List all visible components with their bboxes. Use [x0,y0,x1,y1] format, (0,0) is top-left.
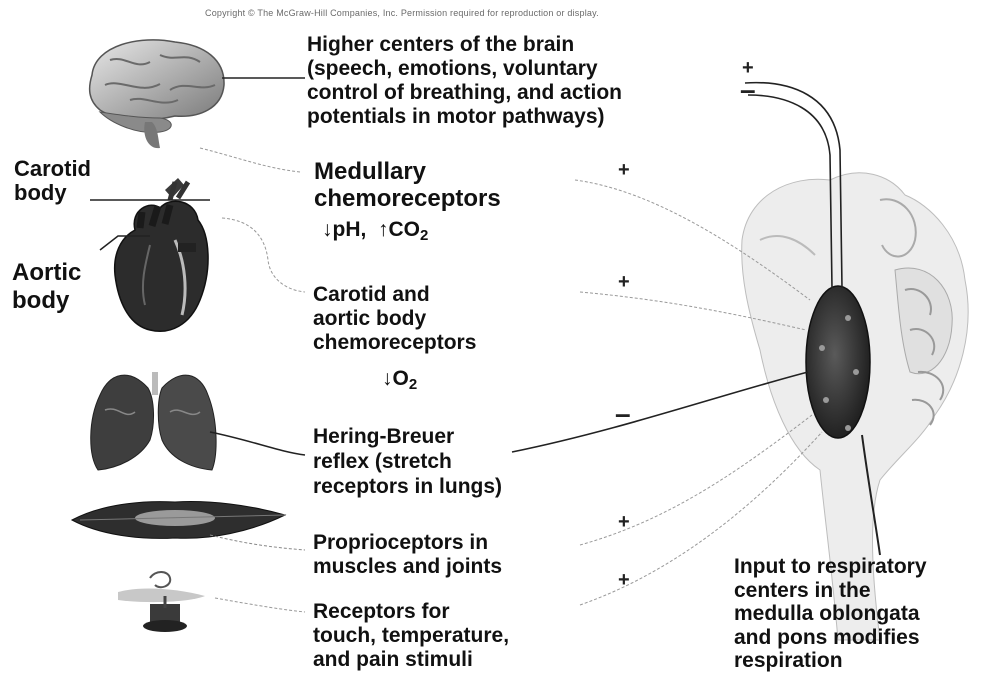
aortic-body-label: Aortic body [12,259,81,315]
proprioceptors-plus-sign: + [618,512,630,532]
carotid-body-label: Carotid body [14,157,91,205]
medullary-chemoreceptors-label: Medullary chemoreceptors [314,158,501,212]
carotid-aortic-stimulus-label: ↓O2 [382,367,417,397]
medullary-plus-sign: + [618,160,630,180]
hering-breuer-label: Hering-Breuer reflex (stretch receptors … [313,424,502,499]
down-arrow-icon: ↓ [382,367,393,390]
hering-breuer-path [512,372,808,452]
touch-receptors-plus-sign: + [618,570,630,590]
heart-illustration [115,178,208,331]
hering-breuer-minus-sign: – [615,404,631,424]
lungs-illustration [91,372,216,470]
up-arrow-icon: ↑ [378,218,389,241]
proprioceptors-label: Proprioceptors in muscles and joints [313,531,502,579]
lungs-connector [210,432,305,455]
carotid-aortic-chemoreceptors-label: Carotid and aortic body chemoreceptors [313,283,476,355]
carotid-aortic-plus-sign: + [618,272,630,292]
muscle-illustration [72,502,285,539]
touch-receptor-illustration [118,572,205,632]
down-arrow-icon: ↓ [322,218,333,241]
medullary-stimulus-label: ↓pH, ↑CO2 [322,218,428,248]
brain-illustration [90,40,224,148]
higher-centers-label: Higher centers of the brain (speech, emo… [307,33,622,129]
higher-centers-minus-sign: – [740,80,756,100]
touch-receptors-label: Receptors for touch, temperature, and pa… [313,600,509,672]
respiratory-centers-label: Input to respiratory centers in the medu… [734,555,927,673]
